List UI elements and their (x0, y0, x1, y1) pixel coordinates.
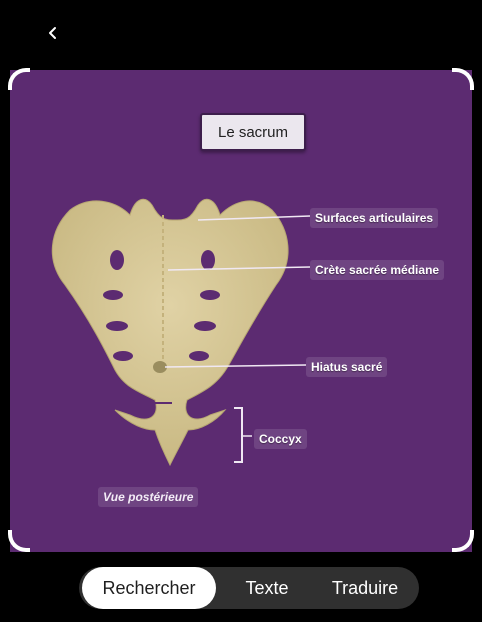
mode-tab-bar: Rechercher Texte Traduire (79, 567, 419, 609)
label-coccyx: Coccyx (254, 429, 307, 449)
tab-label: Traduire (332, 578, 398, 599)
foramen-right-2 (200, 290, 220, 300)
tab-label: Rechercher (102, 578, 195, 599)
coccyx-bracket (234, 408, 242, 462)
tab-texte[interactable]: Texte (227, 567, 307, 609)
label-hiatus: Hiatus sacré (306, 357, 387, 377)
foramen-right-1 (201, 250, 215, 270)
foramen-right-3 (194, 321, 216, 331)
chevron-left-icon (46, 26, 60, 40)
top-bar (0, 0, 482, 68)
foramen-right-4 (189, 351, 209, 361)
diagram-title: Le sacrum (200, 113, 306, 151)
tab-label: Texte (245, 578, 288, 599)
foramen-left-1 (110, 250, 124, 270)
foramen-left-4 (113, 351, 133, 361)
label-crete: Crète sacrée médiane (310, 260, 444, 280)
tab-traduire[interactable]: Traduire (315, 567, 415, 609)
sacrum-bone (52, 199, 288, 465)
foramen-left-2 (103, 290, 123, 300)
tab-rechercher[interactable]: Rechercher (82, 567, 216, 609)
back-button[interactable] (38, 18, 68, 48)
image-viewer: Le sacrum Surfaces articulaires Crète sa… (10, 70, 472, 552)
hiatus-mark (153, 361, 167, 373)
label-surfaces: Surfaces articulaires (310, 208, 438, 228)
foramen-left-3 (106, 321, 128, 331)
view-label: Vue postérieure (98, 487, 198, 507)
